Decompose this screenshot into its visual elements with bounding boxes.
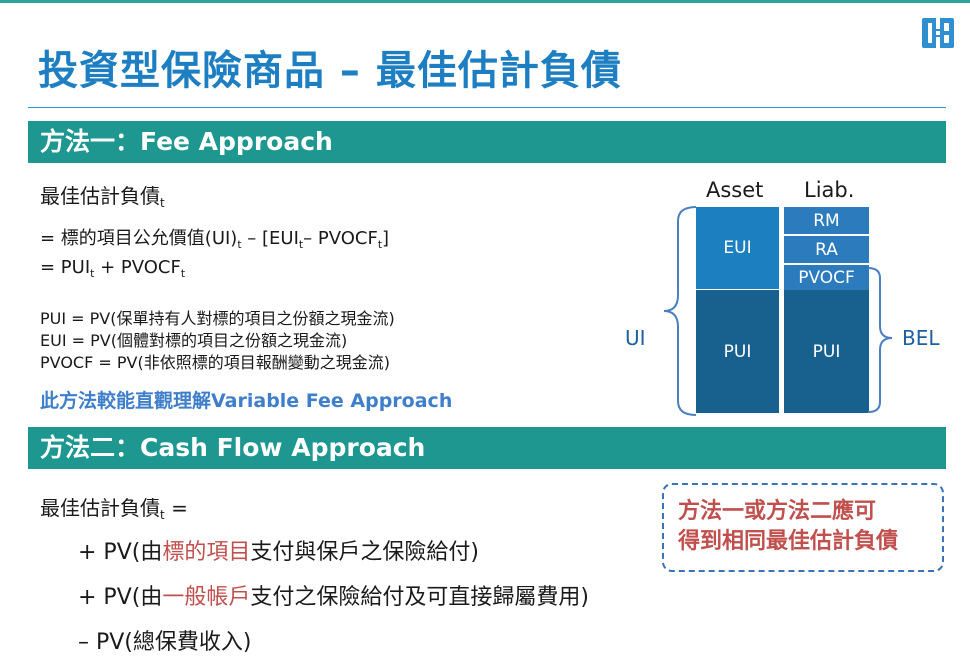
method1-note: 此方法較能直觀理解Variable Fee Approach	[40, 390, 453, 412]
title-divider	[28, 107, 946, 108]
bel-brace	[867, 267, 893, 413]
method1-heading: 方法一：Fee Approach	[28, 121, 946, 163]
definition-pvocf: PVOCF = PV(非依照標的項目報酬變動之現金流)	[40, 353, 390, 372]
method2-heading: 方法二：Cash Flow Approach	[28, 427, 946, 469]
method1-line1: 最佳估計負債t	[40, 184, 165, 211]
pui-liab-block: PUI	[784, 290, 869, 413]
method2-item2: + PV(由一般帳戶支付之保險給付及可直接歸屬費用)	[78, 585, 589, 610]
rm-block: RM	[784, 207, 869, 236]
pui-asset-block: PUI	[696, 290, 779, 413]
top-accent-line	[0, 0, 970, 3]
method1-line2: = 標的項目公允價值(UI)t – [EUIt– PVOCFt]	[40, 228, 390, 251]
callout-line2: 得到相同最佳估計負債	[678, 529, 899, 554]
ui-brace	[663, 206, 697, 416]
callout-line1: 方法一或方法二應可	[678, 499, 877, 524]
method1-line3: = PUIt + PVOCFt	[40, 257, 186, 280]
definition-eui: EUI = PV(個體對標的項目之份額之現金流)	[40, 331, 348, 350]
callout-text: 方法一或方法二應可 得到相同最佳估計負債	[678, 497, 938, 557]
pvocf-block: PVOCF	[784, 265, 869, 290]
method2-item1: + PV(由標的項目支付與保戶之保險給付)	[78, 540, 479, 565]
company-logo-icon	[922, 18, 954, 48]
ra-block: RA	[784, 236, 869, 265]
method2-line1: 最佳估計負債t =	[40, 496, 188, 523]
liab-label: Liab.	[804, 178, 855, 202]
ui-label: UI	[625, 326, 646, 350]
bel-label: BEL	[902, 326, 940, 350]
method2-item3: – PV(總保費收入)	[78, 630, 252, 655]
callout-box	[662, 483, 944, 572]
definition-pui: PUI = PV(保單持有人對標的項目之份額之現金流)	[40, 309, 395, 328]
asset-label: Asset	[706, 178, 764, 202]
eui-block: EUI	[696, 207, 779, 289]
page-title: 投資型保險商品 – 最佳估計負債	[38, 48, 622, 94]
